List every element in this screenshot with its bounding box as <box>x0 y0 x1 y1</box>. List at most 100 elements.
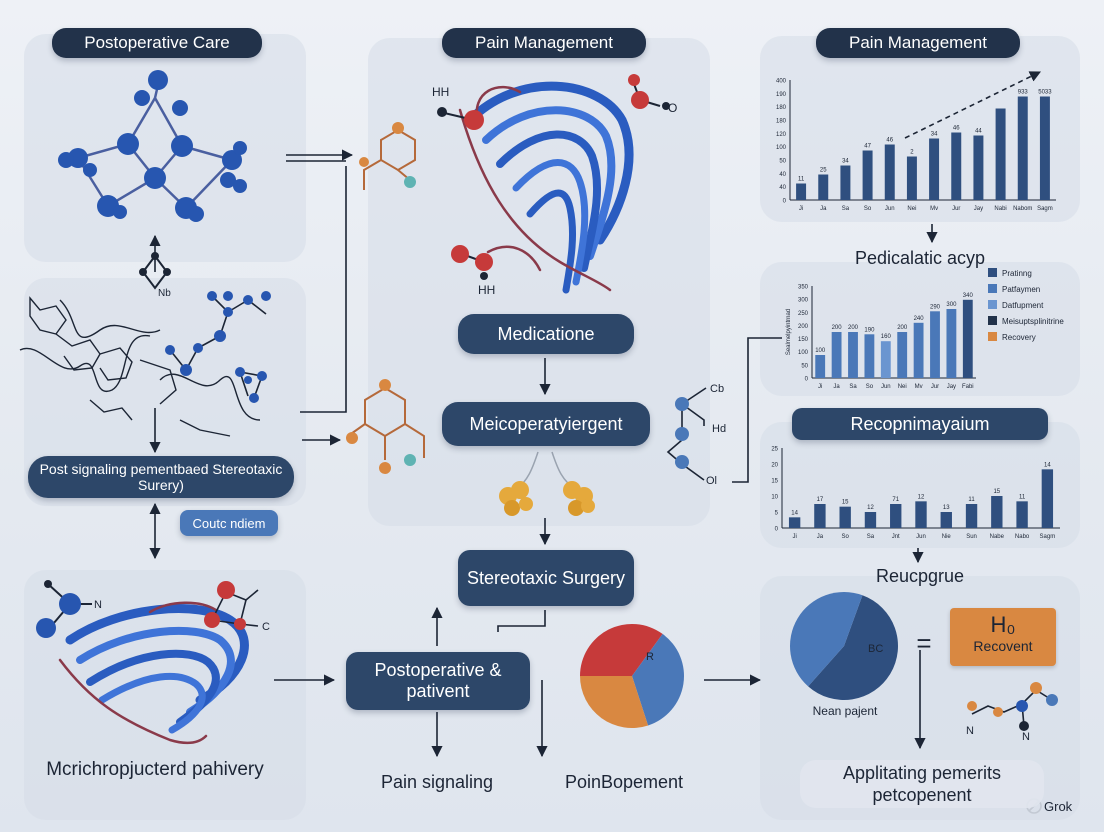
bar <box>946 309 957 378</box>
hexagon-molecule-top-atoms <box>359 122 416 188</box>
pie-bc-label: BC <box>868 643 883 655</box>
x-tick-label: Jay <box>974 206 983 212</box>
x-tick-label: Jnt <box>892 534 900 540</box>
bar <box>814 504 826 528</box>
y-tick-label: 180 <box>776 105 787 111</box>
legend-label: Recovery <box>1002 333 1036 342</box>
bar <box>862 150 873 200</box>
bar <box>1016 501 1028 528</box>
bar <box>1017 96 1028 200</box>
pie-chart-center <box>580 623 684 729</box>
y-tick-label: 200 <box>798 324 809 330</box>
o-top-label: O <box>668 101 677 115</box>
bar-value-label: 34 <box>931 132 938 138</box>
meicoperary-box: Meicoperatyiergent <box>442 402 650 446</box>
legend-swatch <box>988 300 997 309</box>
molecule-right-small-atoms <box>675 397 689 469</box>
protein-left-atoms <box>36 580 259 638</box>
molecule-left-middle-lines <box>19 296 261 437</box>
bar <box>788 517 801 528</box>
bar-value-label: 47 <box>864 144 871 150</box>
x-tick-label: Nei <box>907 206 916 212</box>
bar-value-label: 11 <box>798 177 805 183</box>
x-tick-label: So <box>842 534 850 540</box>
x-tick-label: Jun <box>916 534 926 540</box>
bar <box>840 165 851 200</box>
x-tick-label: Nabom <box>1013 206 1032 212</box>
x-tick-label: Ja <box>817 534 824 540</box>
y-tick-label: 190 <box>776 92 787 98</box>
bar <box>915 501 927 528</box>
x-tick-label: Jun <box>881 384 891 390</box>
bar-value-label: 46 <box>886 138 893 144</box>
bar <box>831 332 842 378</box>
bar <box>848 332 858 378</box>
y-tick-label: 50 <box>801 363 808 369</box>
bracket-stereotaxic <box>497 610 546 632</box>
recovent-box: H₀ Recovent <box>950 608 1056 666</box>
molecule-right-bottom-atoms <box>967 682 1058 731</box>
legend-swatch <box>988 316 997 325</box>
legend-label: Datfupment <box>1002 301 1044 310</box>
equals-sign: = <box>916 628 932 658</box>
y-tick-label: 300 <box>798 298 809 304</box>
header-pain-management-center: Pain Management <box>442 28 646 58</box>
bar <box>929 138 940 200</box>
bar <box>815 355 826 378</box>
x-tick-label: Ja <box>833 384 840 390</box>
gold-molecule <box>499 451 595 516</box>
x-tick-label: Sagm <box>1040 534 1056 540</box>
pedicalatic-title: Pedicalatic acyp <box>854 248 986 268</box>
header-pain-management-right: Pain Management <box>816 28 1020 58</box>
bar-value-label: 25 <box>820 168 827 174</box>
bar-value-label: 5033 <box>1038 90 1052 96</box>
y-tick-label: 20 <box>771 463 778 469</box>
bracket-left-to-center <box>300 166 347 413</box>
x-tick-label: Jur <box>931 384 939 390</box>
bar-value-label: 15 <box>842 500 849 506</box>
x-tick-label: Ji <box>792 534 796 540</box>
bar-value-label: 12 <box>867 505 874 511</box>
pain-signaling-label: Pain signaling <box>380 772 494 792</box>
x-tick-label: Nabe <box>990 534 1005 540</box>
y-tick-label: 15 <box>771 479 778 485</box>
y-tick-label: 150 <box>798 337 809 343</box>
x-tick-label: Mv <box>930 206 938 212</box>
y-tick-label: 0 <box>805 377 809 383</box>
bar-value-label: 34 <box>842 159 849 165</box>
bar <box>930 311 940 378</box>
molecule-left-top <box>76 84 233 209</box>
header-postoperative-care: Postoperative Care <box>52 28 262 58</box>
postoperative-patient-box: Postoperative & pativent <box>346 652 530 710</box>
bar-value-label: 14 <box>1044 462 1051 468</box>
x-tick-label: Sa <box>849 384 857 390</box>
bar-value-label: 200 <box>832 325 843 331</box>
bar <box>864 512 877 528</box>
bar <box>818 174 829 200</box>
poin-bopement-label: PoinBopement <box>564 772 684 792</box>
x-tick-label: Sun <box>966 534 977 540</box>
legend-label: Meisuptsplinitrine <box>1002 317 1064 326</box>
bar <box>796 183 807 200</box>
y-tick-label: 0 <box>783 199 787 205</box>
pie-slice <box>580 676 649 729</box>
n2-right-label: N <box>1022 731 1030 743</box>
panel-left-top <box>24 34 306 262</box>
bracket-right <box>732 337 782 483</box>
y-tick-label: 5 <box>775 511 779 517</box>
x-tick-label: Jay <box>947 384 956 390</box>
protein-ribbon-center <box>458 81 634 294</box>
x-tick-label: Fabi <box>962 384 974 390</box>
nb-label: Nb <box>158 288 171 299</box>
bar-value-label: 240 <box>914 316 925 322</box>
x-tick-label: Nabi <box>994 206 1006 212</box>
x-tick-label: Ja <box>820 206 827 212</box>
x-tick-label: Sa <box>867 534 875 540</box>
x-tick-label: Ji <box>818 384 822 390</box>
x-tick-label: Nei <box>898 384 907 390</box>
reucpgrue-title: Reucpgrue <box>875 566 965 586</box>
y-tick-label: 100 <box>798 350 809 356</box>
y-tick-label: 120 <box>776 132 787 138</box>
bar <box>962 299 973 378</box>
legend-swatch <box>988 284 997 293</box>
